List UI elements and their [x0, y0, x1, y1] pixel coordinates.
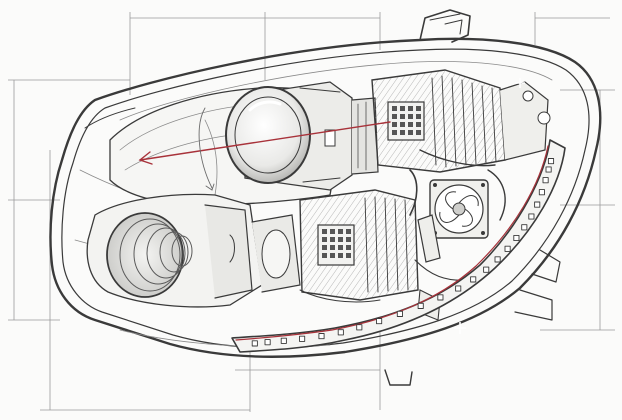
- drl-led-strip: [251, 158, 555, 347]
- drl-led: [337, 329, 344, 336]
- upper-led-chip-grid: [392, 106, 421, 135]
- drl-led: [417, 302, 424, 309]
- drl-led: [280, 337, 287, 344]
- drl-light-guide: [231, 139, 566, 353]
- drl-led: [504, 245, 511, 252]
- dimension-lines: [8, 12, 615, 412]
- drl-led: [513, 234, 520, 242]
- drl-led: [538, 189, 545, 196]
- drl-led: [356, 324, 363, 331]
- drl-led: [542, 177, 549, 184]
- lower-reflector: [86, 193, 301, 308]
- drl-led: [534, 201, 541, 208]
- drl-led: [251, 340, 258, 347]
- drl-led: [299, 335, 306, 342]
- drl-led: [264, 339, 271, 346]
- lower-heatsink-module: [299, 189, 419, 301]
- drl-led: [376, 318, 383, 325]
- optical-axis-arrow: [138, 107, 391, 191]
- cooling-fan: [429, 179, 489, 239]
- drl-led: [547, 158, 555, 165]
- drl-led: [396, 310, 403, 317]
- sparkle-highlights: [454, 78, 525, 334]
- upper-heatsink-module: [371, 69, 551, 173]
- drl-led: [494, 256, 501, 263]
- drl-led: [470, 276, 477, 283]
- drl-led: [437, 294, 444, 301]
- drl-led: [318, 333, 325, 340]
- drl-led: [545, 166, 552, 173]
- drl-led: [455, 285, 462, 292]
- drl-led: [528, 213, 535, 220]
- lower-led-chip-grid: [322, 229, 351, 258]
- drl-led: [483, 266, 490, 273]
- drl-led: [521, 224, 528, 231]
